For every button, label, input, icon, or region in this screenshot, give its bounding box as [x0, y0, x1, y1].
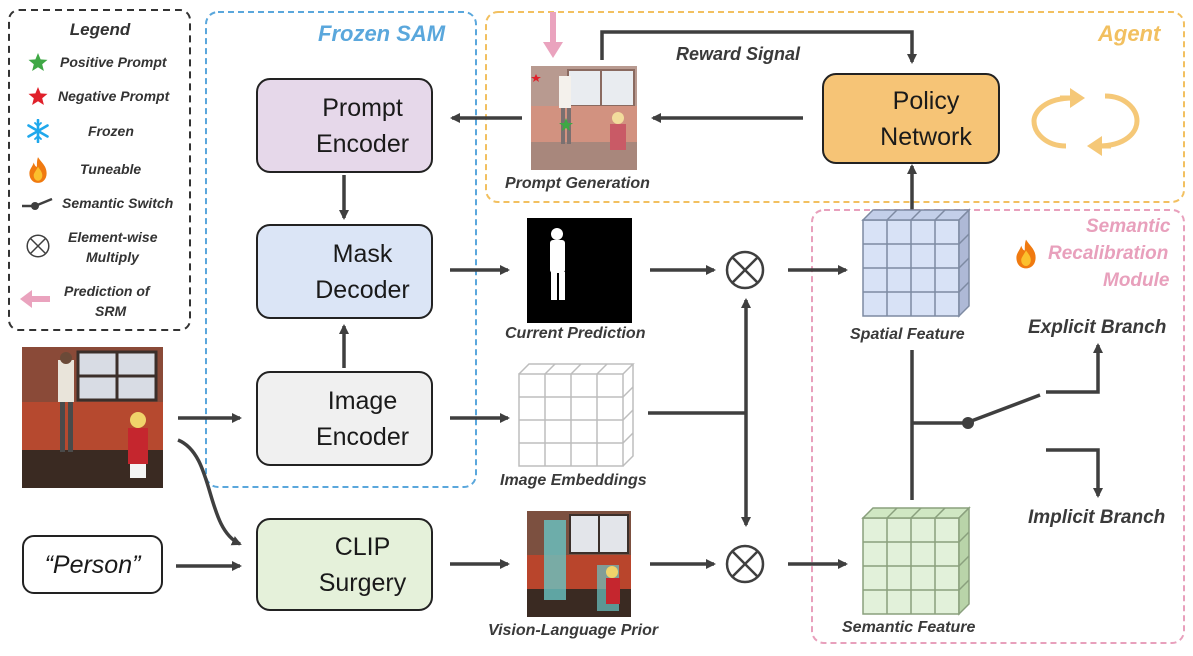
srm-title-line2: Recalibration — [1048, 243, 1169, 264]
semantic-feature-cube — [861, 506, 971, 616]
image-encoder-line1: Image — [327, 386, 398, 415]
vision-language-prior-image — [527, 511, 631, 617]
vision-language-prior-label: Vision-Language Prior — [488, 622, 659, 639]
srm-flame-icon — [1016, 239, 1036, 269]
cycle-icon — [1031, 93, 1140, 149]
policy-network-line2: Network — [880, 122, 972, 151]
legend-tuneable: Tuneable — [80, 161, 142, 177]
multiply-operator-bottom — [725, 544, 765, 584]
image-embeddings-grid — [518, 363, 635, 467]
legend-negative-prompt: Negative Prompt — [58, 88, 170, 104]
agent-group — [485, 11, 1185, 203]
legend-srm-line2: SRM — [95, 303, 127, 319]
srm-prediction-arrow-icon — [20, 290, 50, 308]
clip-surgery-line1: CLIP — [334, 532, 391, 561]
multiply-operator-top — [725, 250, 765, 290]
flame-icon — [29, 157, 47, 183]
legend-srm-line1: Prediction of — [64, 283, 150, 299]
reward-signal-label: Reward Signal — [676, 44, 801, 64]
mask-decoder-line1: Mask — [332, 239, 393, 268]
switch-pivot — [962, 417, 974, 429]
positive-star-icon — [28, 53, 48, 71]
legend-multiply-line2: Multiply — [86, 249, 139, 265]
spatial-feature-label: Spatial Feature — [850, 326, 965, 343]
policy-network-line1: Policy — [892, 86, 960, 115]
explicit-branch-label: Explicit Branch — [1028, 317, 1167, 338]
current-prediction-label: Current Prediction — [505, 325, 646, 342]
multiply-icon — [26, 234, 50, 258]
text-prompt-value: “Person” — [44, 551, 141, 579]
prompt-encoder-line2: Encoder — [315, 129, 410, 158]
prompt-encoder-line1: Prompt — [322, 93, 403, 122]
agent-title: Agent — [1098, 21, 1161, 46]
input-image — [22, 347, 163, 488]
current-prediction-image — [527, 218, 632, 323]
prompt-generation-image — [531, 66, 637, 170]
srm-prediction-arrow — [543, 12, 563, 58]
implicit-branch-label: Implicit Branch — [1028, 507, 1166, 528]
image-embeddings-label: Image Embeddings — [500, 472, 647, 489]
negative-star-icon — [28, 87, 48, 105]
snowflake-icon — [27, 119, 49, 143]
srm-title-line1: Semantic — [1086, 216, 1171, 237]
prompt-generation-label: Prompt Generation — [505, 175, 650, 192]
clip-surgery-line2: Surgery — [318, 568, 407, 597]
image-encoder-line2: Encoder — [315, 422, 410, 451]
legend-box — [8, 9, 191, 331]
connections — [176, 30, 1103, 571]
semantic-feature-label: Semantic Feature — [842, 619, 976, 636]
frozen-sam-group — [205, 11, 477, 488]
switch-icon — [22, 197, 53, 210]
legend-positive-prompt: Positive Prompt — [60, 54, 167, 70]
legend-multiply-line1: Element-wise — [68, 229, 158, 245]
legend-semantic-switch: Semantic Switch — [62, 195, 174, 211]
mask-decoder-line2: Decoder — [315, 275, 410, 304]
legend-icons — [20, 53, 53, 308]
spatial-feature-cube — [861, 208, 971, 318]
frozen-sam-title: Frozen SAM — [318, 21, 446, 46]
legend-frozen: Frozen — [88, 123, 134, 139]
legend-title: Legend — [69, 20, 131, 39]
srm-title-line3: Module — [1103, 270, 1170, 291]
text-prompt-box: “Person” — [22, 535, 163, 594]
clip-surgery-box: CLIP Surgery — [256, 518, 433, 611]
srm-group — [811, 209, 1185, 644]
